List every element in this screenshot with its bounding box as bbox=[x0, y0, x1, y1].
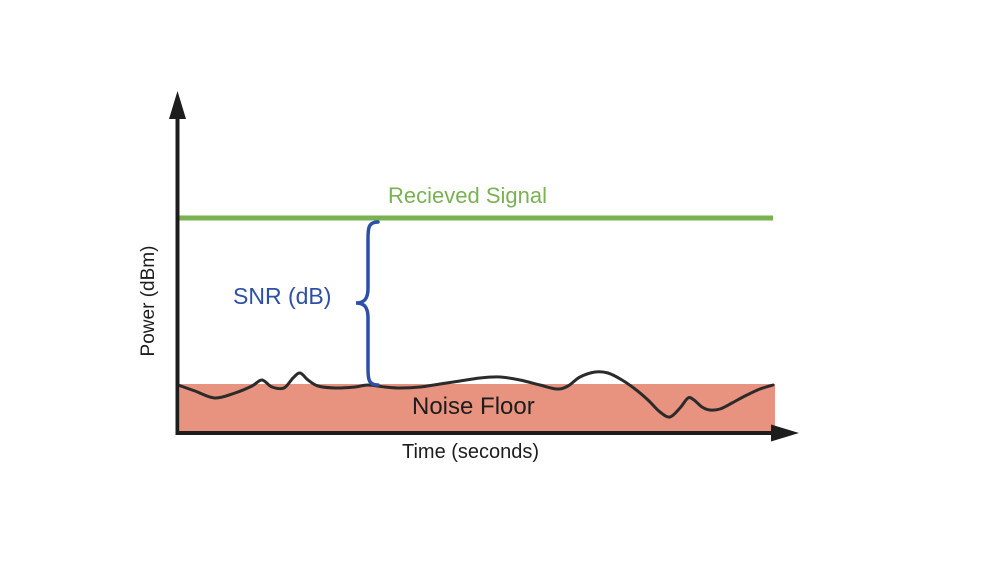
received-signal-label: Recieved Signal bbox=[388, 183, 547, 208]
snr-brace bbox=[355, 220, 380, 387]
y-axis-label: Power (dBm) bbox=[138, 245, 159, 357]
noise-waveform bbox=[176, 370, 775, 419]
snr-label: SNR (dB) bbox=[233, 283, 332, 309]
x-axis-label: Time (seconds) bbox=[402, 441, 540, 463]
noise-floor-area bbox=[180, 384, 775, 431]
x-axis-arrowhead bbox=[771, 424, 799, 442]
noise-floor-label: Noise Floor bbox=[412, 393, 535, 420]
y-axis-arrowhead bbox=[169, 91, 186, 119]
